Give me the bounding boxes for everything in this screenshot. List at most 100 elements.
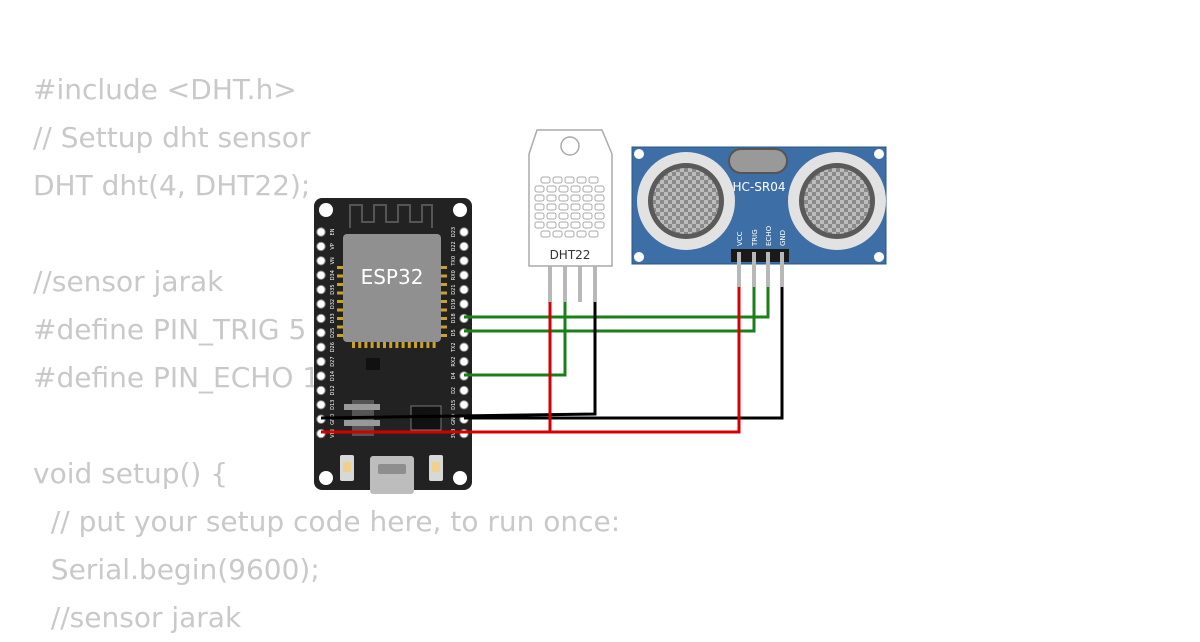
hcsr04-pin-echo[interactable] [766, 252, 770, 287]
esp32-pin-label: D2 [451, 387, 457, 394]
module-pad-icon [395, 342, 399, 348]
wire-signal-echo-d18 [464, 287, 770, 319]
esp32-pin-d15[interactable] [459, 400, 469, 410]
esp32-pin-d21[interactable] [459, 284, 469, 295]
module-pad-icon [441, 283, 447, 286]
esp32-pin-d25[interactable] [316, 328, 326, 338]
dht22-mount-hole-icon [560, 136, 580, 156]
grille-slot-icon [582, 194, 593, 202]
dht22-label: DHT22 [550, 248, 591, 262]
esp32-pin-label: VN [330, 257, 336, 264]
grille-slot-icon [558, 212, 569, 220]
module-pad-icon [441, 291, 447, 295]
dht22-pin-icon [593, 262, 597, 302]
esp32-pin-label: D18 [451, 313, 457, 323]
hcsr04-pin-label: ECHO [765, 225, 773, 246]
grille-slot-icon [570, 203, 581, 211]
code-line: // put your setup code here, to run once… [33, 505, 621, 538]
receiver-icon [788, 152, 886, 250]
mount-hole-icon [319, 203, 333, 217]
esp32-pin-d2[interactable] [459, 385, 469, 396]
dht22-pin-icon [548, 262, 552, 302]
mount-hole-icon [453, 471, 467, 485]
esp32-pin-label: 3V3 [451, 429, 457, 439]
wire-ground-hcsr04 [464, 287, 784, 420]
esp32-module [343, 234, 441, 342]
esp32-pin-d27[interactable] [316, 356, 326, 367]
transmitter-icon [637, 152, 735, 250]
esp32-pin-label: D15 [451, 400, 457, 410]
esp32-pin-d14[interactable] [316, 371, 326, 381]
grille-slot-icon [570, 194, 581, 202]
hcsr04-pin-gnd[interactable] [780, 252, 784, 287]
esp32-pin-d12[interactable] [316, 385, 326, 396]
esp32-pin-label: TX2 [451, 342, 457, 353]
module-pad-icon [383, 342, 386, 348]
grille-slot-icon [546, 194, 557, 202]
esp32-pin-d34[interactable] [316, 270, 326, 280]
module-pad-icon [441, 300, 447, 303]
module-pad-icon [389, 342, 393, 348]
esp32-pin-d19[interactable] [459, 299, 469, 309]
module-pad-icon [337, 274, 343, 278]
grille-slot-icon [534, 185, 545, 193]
module-pad-icon [337, 283, 343, 286]
code-line: DHT dht(4, DHT22); [33, 169, 311, 202]
module-pad-icon [337, 300, 343, 303]
hcsr04-pin-vcc[interactable] [737, 252, 741, 287]
dht22-pin-icon [578, 262, 582, 302]
reset-button-cap [343, 462, 351, 472]
dht22-sensor[interactable]: DHT22 [528, 129, 613, 302]
esp32-pin-en[interactable] [316, 227, 326, 237]
esp32-pin-vn[interactable] [316, 256, 326, 266]
boot-button-cap [432, 462, 440, 472]
grille-slot-icon [594, 212, 605, 220]
esp32-pin-tx0[interactable] [459, 256, 469, 266]
module-pad-icon [441, 274, 447, 278]
esp32-pin-d26[interactable] [316, 342, 326, 352]
esp32-pin-label: RX0 [451, 270, 457, 280]
esp32-label: ESP32 [361, 265, 424, 289]
wire-power-hcsr04 [464, 287, 741, 434]
code-line: //sensor jarak [33, 265, 224, 298]
module-pad-icon [337, 266, 343, 269]
esp32-pin-rx2[interactable] [459, 356, 469, 367]
hcsr04-header-icon [731, 249, 789, 262]
esp32-pin-label: D13 [330, 400, 336, 410]
grille-slot-icon [576, 176, 587, 184]
grille-slot-icon [546, 221, 557, 229]
wire-ground-dht [320, 302, 597, 420]
esp32-pin-tx2[interactable] [459, 342, 469, 352]
module-pad-icon [370, 342, 374, 348]
esp32-pin-vp[interactable] [316, 241, 326, 252]
esp32-pin-label: VP [330, 243, 336, 249]
module-pad-icon [401, 342, 405, 348]
esp32-pin-label: GND [451, 413, 457, 425]
esp32-pin-label: D4 [451, 372, 457, 379]
wire-signal-trig-d5 [464, 287, 756, 333]
grille-slot-icon [588, 176, 599, 184]
grille-slot-icon [540, 176, 551, 184]
esp32-pin-d32[interactable] [316, 299, 326, 309]
grille-slot-icon [576, 230, 587, 238]
esp32-pin-d33[interactable] [316, 313, 326, 324]
esp32-pin-d22[interactable] [459, 241, 469, 252]
transistor-pin-icon [344, 420, 380, 426]
esp32-board[interactable]: ESP32 ENVPVND34D35D32D33D25D26D27D14D12D… [314, 198, 472, 494]
hcsr04-pin-trig[interactable] [752, 252, 756, 287]
esp32-pin-d13[interactable] [316, 400, 326, 410]
esp32-pin-d35[interactable] [316, 284, 326, 295]
dht22-pin-icon [563, 262, 567, 302]
transistor-pin-icon [344, 404, 380, 410]
esp32-pin-d23[interactable] [459, 227, 469, 237]
grille-slot-icon [558, 185, 569, 193]
esp32-pin-rx0[interactable] [459, 270, 469, 280]
grille-slot-icon [594, 194, 605, 202]
esp32-pin-label: D19 [451, 299, 457, 309]
usb-port-icon[interactable] [370, 456, 414, 494]
esp32-pin-label: D12 [330, 385, 336, 395]
esp32-pin-label: D33 [330, 313, 336, 323]
grille-slot-icon [570, 185, 581, 193]
